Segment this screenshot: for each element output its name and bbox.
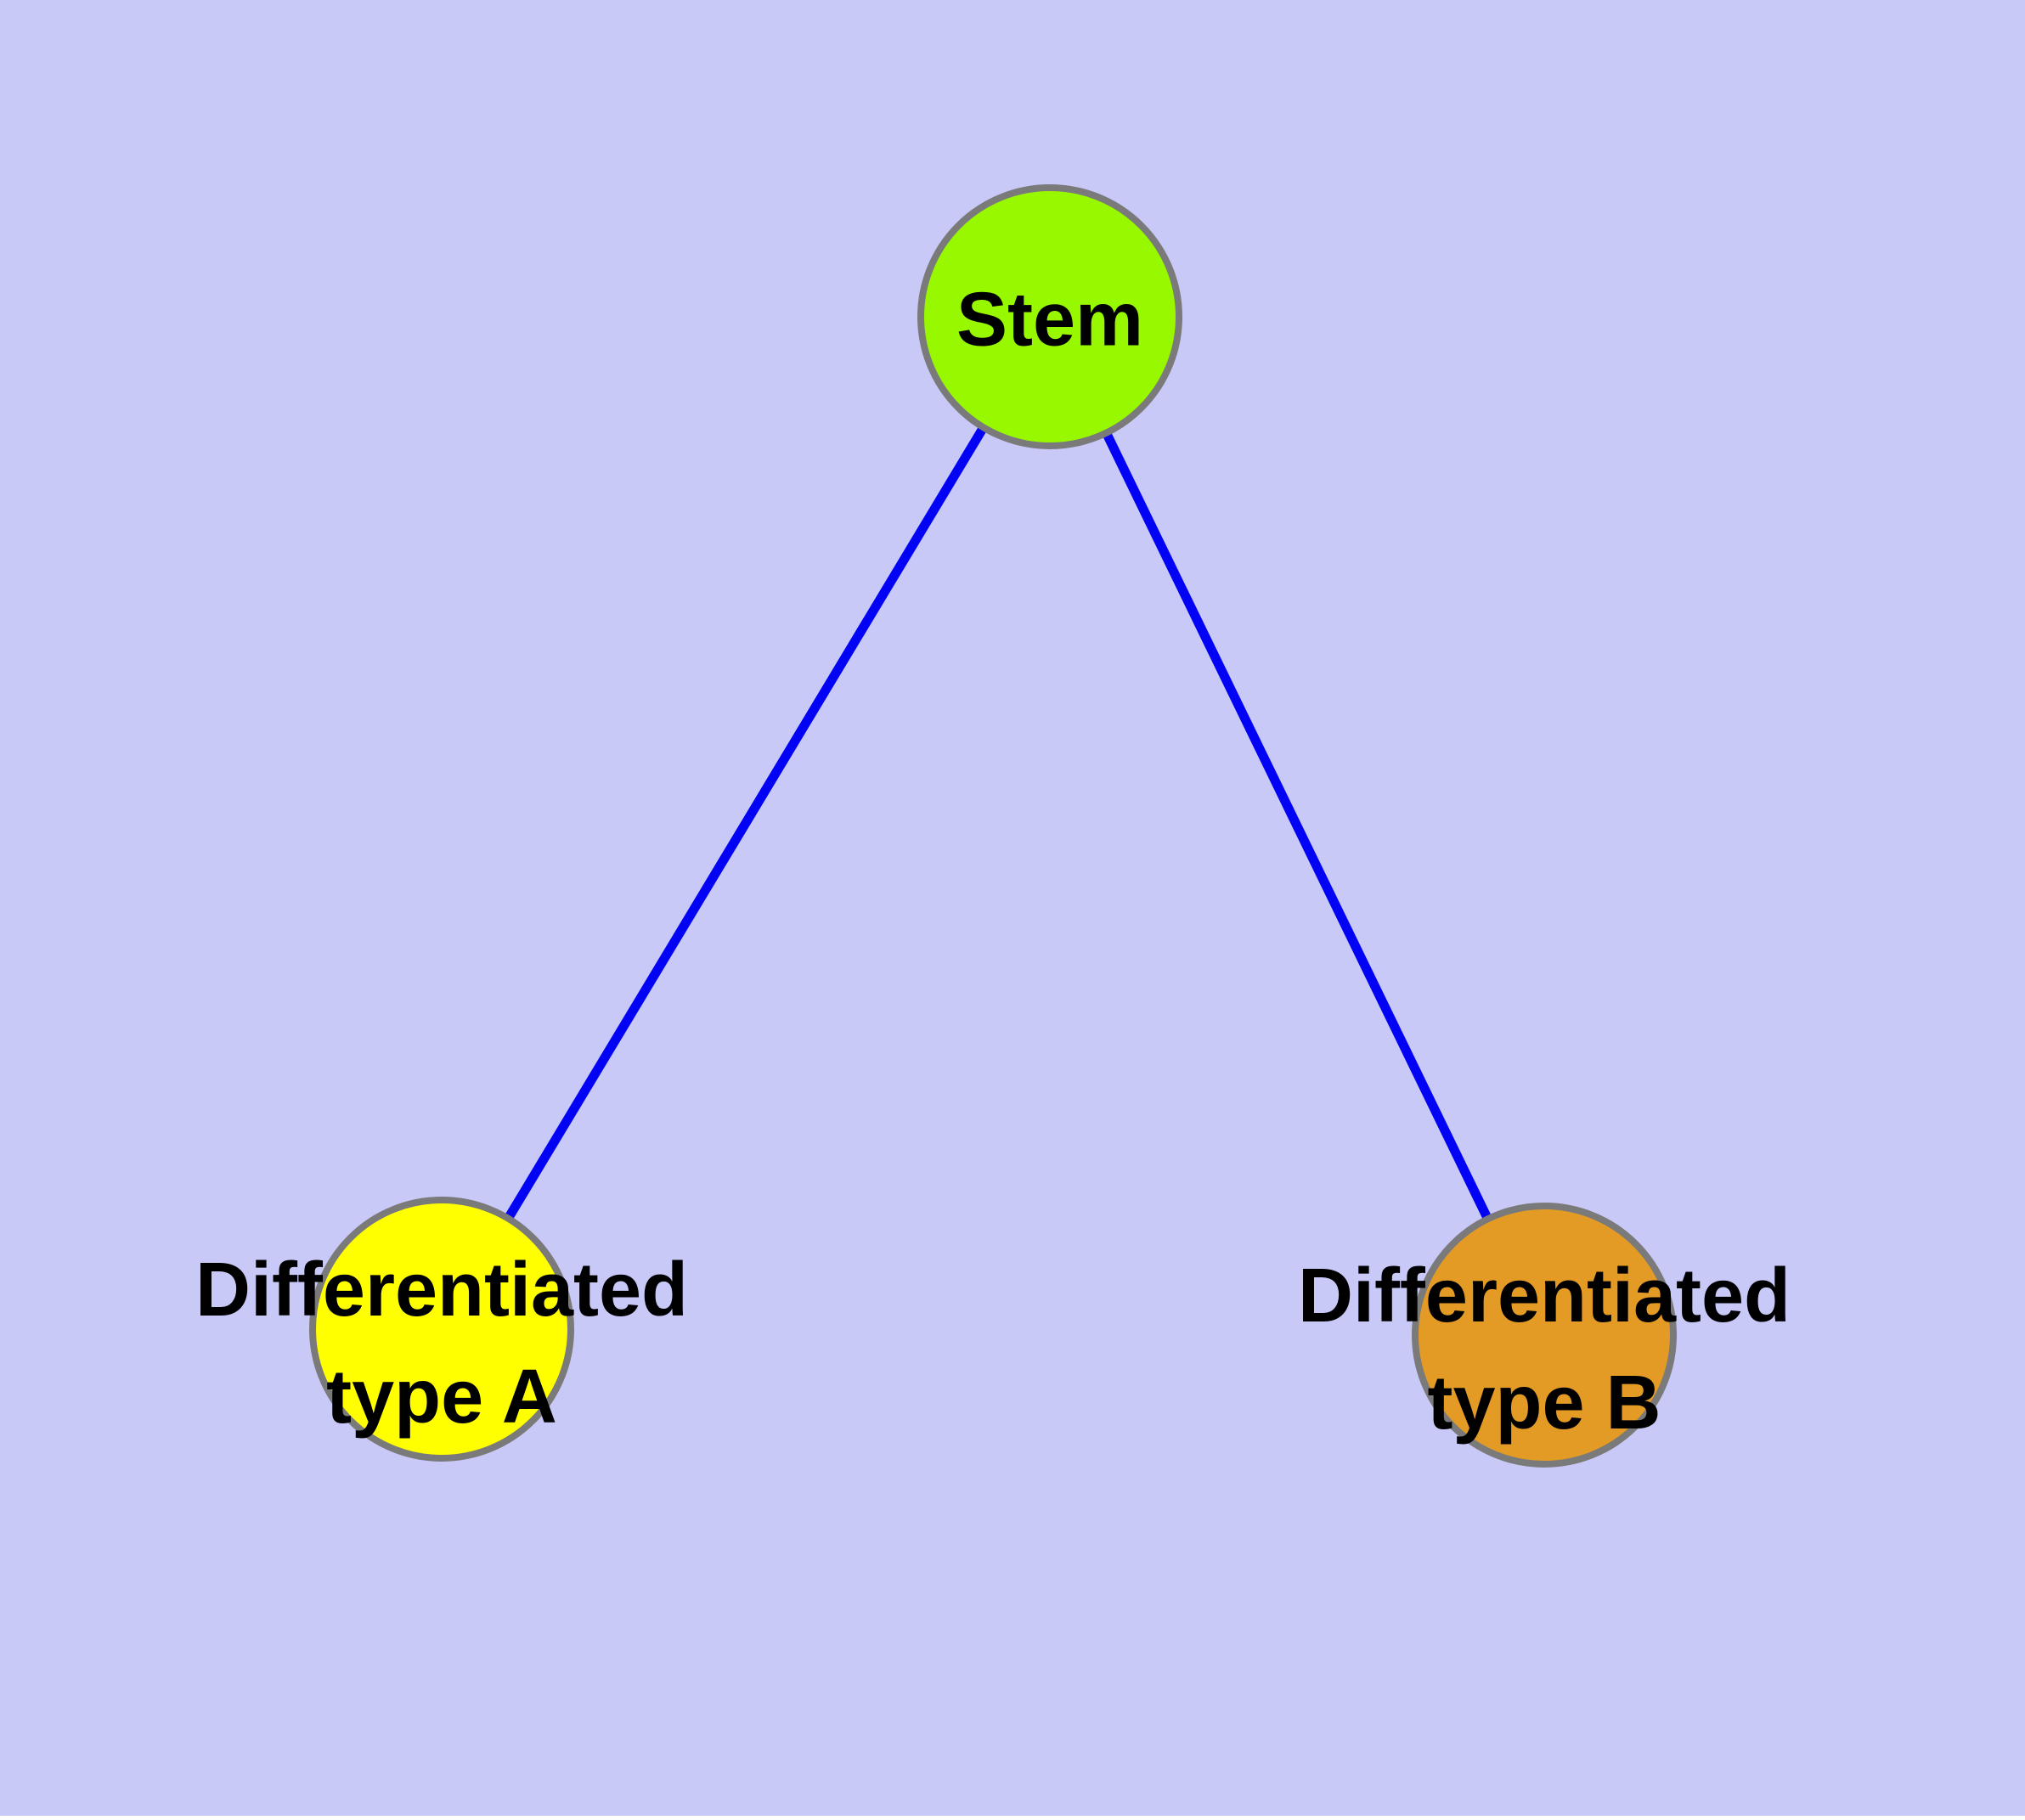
node-differentiated-type-a-circle (309, 1197, 574, 1462)
node-differentiated-type-a-label: Differentiated type A (195, 1248, 688, 1440)
node-differentiated-type-b-label-line-2: type B (1427, 1361, 1661, 1445)
node-stem-label: Stem (956, 277, 1143, 362)
node-differentiated-type-a-label-line-1: Differentiated (195, 1248, 688, 1333)
edge-stem-to-differentiated-type-b (1103, 432, 1492, 1220)
edge-stem-to-differentiated-type-a (505, 427, 986, 1219)
node-differentiated-type-b-label: Differentiated type B (1298, 1254, 1791, 1445)
node-differentiated-type-b-label-line-1: Differentiated (1298, 1254, 1791, 1338)
node-stem-circle (917, 184, 1182, 449)
node-stem-label-line-1: Stem (956, 277, 1143, 362)
node-differentiated-type-b-circle (1412, 1203, 1677, 1468)
node-differentiated-type-a-label-line-2: type A (326, 1355, 557, 1440)
